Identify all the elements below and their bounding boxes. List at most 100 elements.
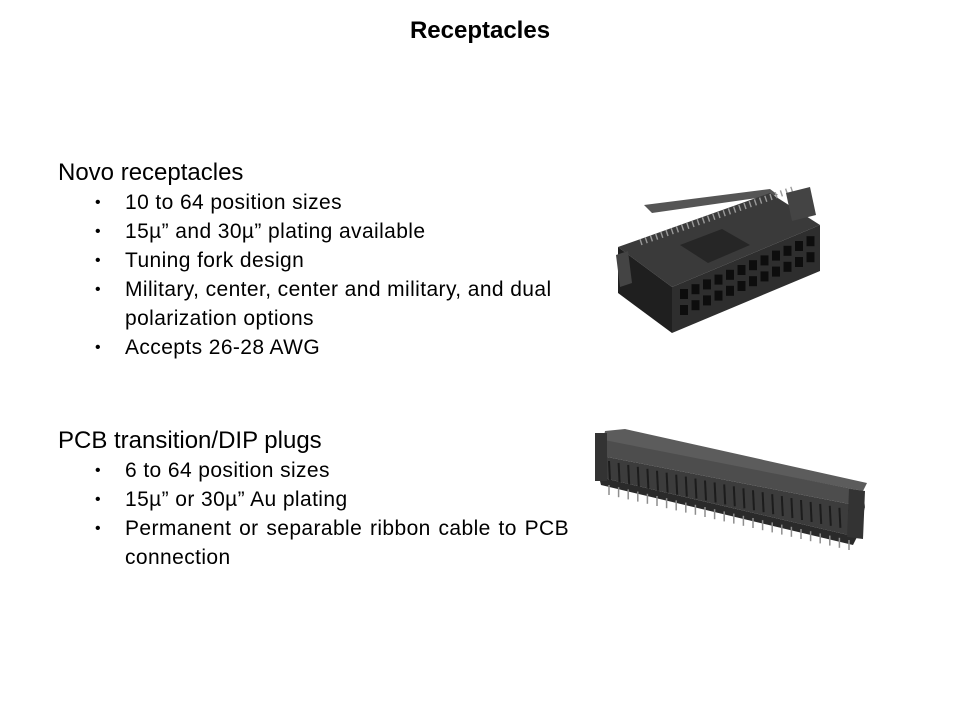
connector-detail <box>714 274 723 285</box>
bullet-dot-icon: • <box>95 491 102 508</box>
connector-detail <box>665 229 669 237</box>
connector-detail <box>608 460 611 482</box>
bullet-dot-icon: • <box>95 223 102 240</box>
novo-receptacle-connector-photo <box>616 186 820 333</box>
section-heading: PCB transition/DIP plugs <box>58 427 322 454</box>
connector-detail <box>680 224 685 231</box>
connector-detail <box>795 241 803 251</box>
connector-detail <box>660 231 664 239</box>
connector-detail <box>761 492 765 513</box>
connector-detail <box>838 507 842 528</box>
bullet-list: •6 to 64 position sizes •15µ” or 30µ” Au… <box>58 456 578 572</box>
section-novo-receptacles: Novo receptacles •10 to 64 position size… <box>58 158 578 362</box>
bullet-dot-icon: • <box>95 462 102 479</box>
connector-detail <box>772 250 780 261</box>
connector-detail <box>760 255 769 266</box>
bullet-dot-icon: • <box>95 339 102 356</box>
connector-detail <box>691 284 700 295</box>
list-item: •Tuning fork design <box>58 246 585 275</box>
bullet-dot-icon: • <box>95 252 102 269</box>
connector-detail <box>665 472 669 493</box>
connector-detail <box>617 462 621 483</box>
connector-detail <box>737 281 746 291</box>
connector-detail <box>713 482 717 503</box>
connector-detail <box>691 220 695 228</box>
connector-detail <box>701 217 706 224</box>
connector-detail <box>714 290 723 301</box>
connector-detail <box>726 285 734 296</box>
connector-detail <box>769 193 773 201</box>
connector-detail <box>703 279 711 290</box>
connector-detail <box>806 252 815 263</box>
connector-detail <box>809 501 813 522</box>
list-item: •Military, center, center and military, … <box>58 275 585 333</box>
section-heading: Novo receptacles <box>58 159 244 186</box>
connector-detail <box>706 215 711 222</box>
connector-detail <box>783 245 792 256</box>
connector-detail <box>772 266 780 277</box>
list-item: •Accepts 26-28 AWG <box>58 333 585 362</box>
connector-detail <box>749 276 757 287</box>
connector-detail <box>800 499 803 521</box>
connector-detail <box>684 476 688 497</box>
connector-detail <box>743 202 747 210</box>
list-item: •10 to 64 position sizes <box>58 188 585 217</box>
connector-detail <box>771 494 775 515</box>
connector-detail <box>753 199 758 206</box>
connector-detail <box>694 478 698 499</box>
connector-detail <box>696 218 700 226</box>
connector-detail <box>675 474 679 495</box>
connector-detail <box>691 300 700 311</box>
connector-detail <box>748 200 752 208</box>
connector-detail <box>680 289 688 299</box>
connector-detail <box>627 464 631 485</box>
list-item: •15µ” or 30µ” Au plating <box>58 485 578 514</box>
connector-detail <box>732 486 736 507</box>
connector-detail <box>780 496 784 517</box>
connector-detail <box>680 305 688 315</box>
slide-title: Receptacles <box>409 17 551 44</box>
connector-detail <box>649 235 654 242</box>
connector-detail <box>819 503 823 524</box>
connector-detail <box>795 257 803 267</box>
bullet-dot-icon: • <box>95 281 102 298</box>
connector-detail <box>828 505 832 526</box>
connector-detail <box>758 197 763 204</box>
connector-detail <box>704 480 707 501</box>
connector-detail <box>726 269 734 280</box>
connector-detail <box>732 206 737 213</box>
connector-detail <box>636 466 640 487</box>
connector-detail <box>752 490 755 511</box>
bullet-dot-icon: • <box>95 194 102 211</box>
connector-detail <box>727 208 732 215</box>
list-item: •Permanent or separable ribbon cable to … <box>58 514 569 572</box>
connector-detail <box>644 236 648 244</box>
connector-detail <box>742 488 746 509</box>
connector-detail <box>656 470 659 491</box>
connector-detail <box>737 265 746 275</box>
connector-detail <box>790 498 794 519</box>
connector-detail <box>764 195 768 203</box>
connector-detail <box>712 213 716 221</box>
list-item: •6 to 64 position sizes <box>58 456 578 485</box>
connector-detail <box>774 191 778 199</box>
dip-plug-connector-photo <box>595 429 867 550</box>
bullet-dot-icon: • <box>95 520 102 537</box>
connector-detail <box>703 295 711 306</box>
connector-detail <box>749 260 757 271</box>
connector-detail <box>717 211 721 219</box>
section-pcb-transition-dip-plugs: PCB transition/DIP plugs •6 to 64 positi… <box>58 426 578 572</box>
connector-detail <box>760 271 769 282</box>
connector-detail <box>722 209 726 217</box>
connector-detail <box>806 236 815 247</box>
bullet-list: •10 to 64 position sizes •15µ” and 30µ” … <box>58 188 578 362</box>
connector-detail <box>738 204 742 212</box>
list-item: •15µ” and 30µ” plating available <box>58 217 585 246</box>
connector-detail <box>783 261 792 272</box>
connector-detail <box>779 190 784 197</box>
connector-detail <box>646 468 650 489</box>
connector-detail <box>670 227 674 235</box>
connector-detail <box>639 238 643 246</box>
connector-detail <box>675 226 680 233</box>
connector-detail <box>686 222 690 230</box>
